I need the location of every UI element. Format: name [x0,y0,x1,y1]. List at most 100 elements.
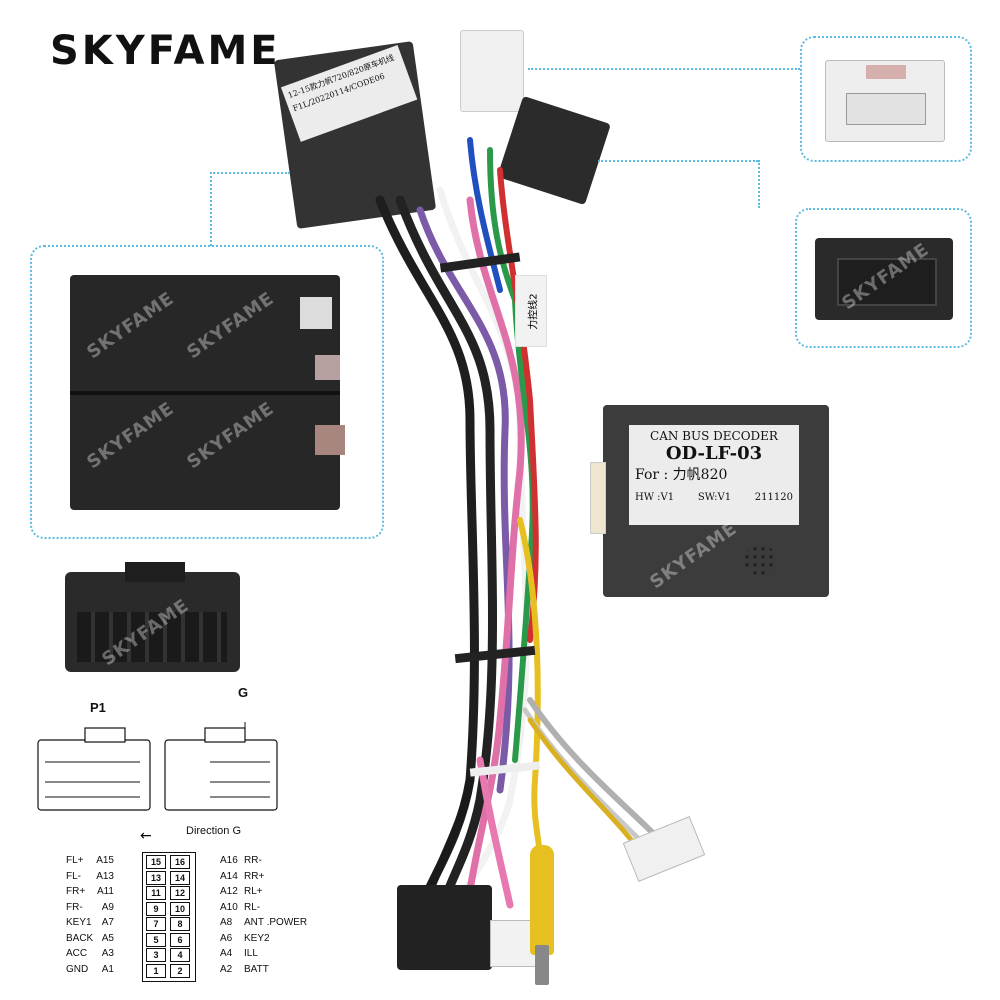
white-connector-detail [825,60,945,142]
pin-left-number: 1 [146,963,166,978]
connector-diagram [37,722,278,811]
pin-left-code: A15 [96,855,114,866]
decoder-version: HW :V1 SW:V1 211120 [635,492,793,503]
pin-right-code: A16 [220,855,238,866]
wire-blue [467,137,503,293]
decoder-for: For : 力帆820 [635,467,728,483]
pin-left-name: KEY1 [66,917,92,928]
pin-left-name: BACK [66,932,94,944]
pin-left-number: 15 [146,855,166,869]
pin-right-name: ANT .POWER [244,917,308,928]
side-tag: 力控线2 [515,275,547,347]
pin-left-name: GND [66,963,89,975]
pin-left-number: 13 [146,870,166,885]
decoder-hw: HW :V1 [635,492,675,503]
diagram-g-label: G [238,685,249,700]
pin16-latch [125,562,185,582]
pin-right-number: 14 [170,870,190,885]
pin16-connector: SKYFAME [65,562,240,672]
pin-left-number: 3 [146,948,166,962]
iso-tab-top [300,297,332,329]
iso-tab-low [315,425,345,455]
pin-left-name: FR+ [66,886,86,897]
decoder-side-plug [590,462,606,534]
pinout-frame [142,852,196,982]
iso-tab-mid [315,355,340,380]
brand-logo: SKYFAME [50,28,281,74]
pin-right-number: 12 [170,886,190,900]
pin-right-number: 8 [170,917,190,931]
pin-right-code: A14 [220,870,238,882]
pin-left-code: A3 [101,948,114,959]
canbus-decoder: CAN BUS DECODER OD-LF-03 For : 力帆820 HW … [603,405,829,597]
pin-left-code: A7 [101,917,114,928]
pin-right-number: 16 [170,855,190,869]
pin-left-name: ACC [66,948,88,959]
rca-tip [535,945,549,985]
leader-line-left [210,172,290,174]
connector-latch [866,65,906,79]
rca-plug [530,845,554,985]
iso-divider [70,391,340,395]
pin-left-number: 9 [146,901,166,916]
wire-white [436,186,531,904]
leader-line-mid-v [758,160,760,208]
diagram-g-body [164,739,278,811]
pin-left-number: 11 [146,886,166,900]
pin16-face [77,612,227,662]
watermark: SKYFAME [183,287,279,364]
decoder-label: CAN BUS DECODER OD-LF-03 For : 力帆820 HW … [629,425,799,525]
pin-left-code: A13 [96,870,114,882]
pin-left-name: FL- [66,870,81,882]
pin-right-name: RL- [244,901,261,913]
black-connector-detail: SKYFAME [815,238,953,320]
pin-right-name: BATT [244,963,269,975]
decoder-model: OD-LF-03 [665,443,763,464]
cable-tie-3 [469,761,541,777]
pin-left-name: FL+ [66,855,84,866]
pin-right-name: KEY2 [244,932,270,944]
watermark: SKYFAME [183,397,279,474]
leader-line-mid [598,160,758,162]
wire-black-1 [375,195,479,905]
wire-yellow-2 [527,717,648,861]
pin-left-number: 5 [146,932,166,947]
diagram-p1-label: P1 [90,700,106,715]
pin-left-name: FR- [66,901,83,913]
pin-right-code: A6 [220,932,233,944]
pin-right-name: RR- [244,855,262,866]
diagram-p1-latch [84,727,126,743]
pinout-row: FL+ A15 15 16 A16 RR- [60,855,360,869]
decoder-title: CAN BUS DECODER [650,429,778,443]
leader-line-top [528,68,800,70]
connector-pins [837,258,937,306]
wire-pink-2 [476,756,514,909]
pin-right-number: 2 [170,963,190,978]
wire-black-2 [395,195,497,905]
cable-tie-2 [454,645,536,664]
pin-right-number: 4 [170,948,190,962]
wire-gray-1 [527,697,663,843]
pin-right-code: A4 [220,948,233,959]
direction-arrow: ← [140,828,152,844]
wire-gray-2 [522,707,653,853]
pin-right-code: A2 [220,963,233,975]
pin-right-code: A8 [220,917,233,928]
white-connector-top [460,30,524,112]
wire-yellow [517,517,543,863]
pin-right-number: 6 [170,932,190,947]
pin-right-name: ILL [244,948,258,959]
side-tag-text: 力控线2 [528,293,540,330]
decoder-sw: SW:V1 [697,492,732,503]
pin-right-code: A12 [220,886,238,897]
watermark: SKYFAME [83,287,179,364]
